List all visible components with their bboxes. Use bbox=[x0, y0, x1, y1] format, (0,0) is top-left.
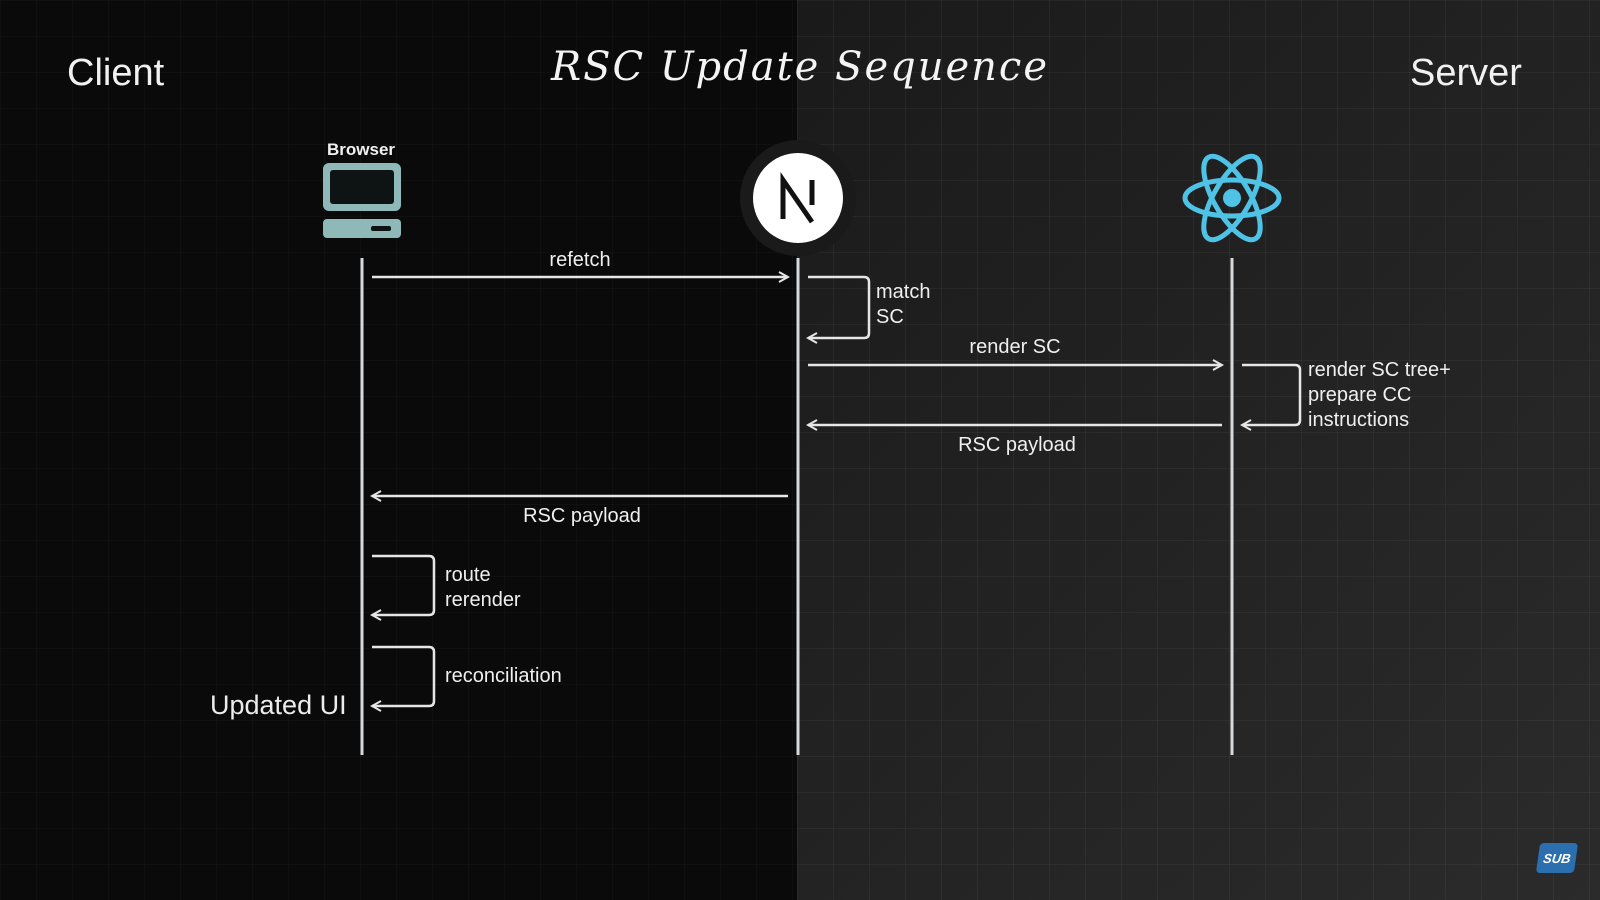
monitor-icon bbox=[323, 163, 401, 238]
render-tree-label-line-3: instructions bbox=[1308, 409, 1409, 431]
route-rerender-label-line-1: route bbox=[445, 564, 491, 586]
nextjs-logo-icon bbox=[740, 140, 856, 256]
diagram-title: RSC Update Sequence bbox=[550, 44, 1050, 90]
match-sc-label-line-2: SC bbox=[876, 306, 904, 328]
reconciliation-label: reconciliation bbox=[445, 665, 562, 687]
match-sc-label-line-1: match bbox=[876, 281, 930, 303]
rsc-payload-label-1: RSC payload bbox=[958, 434, 1076, 456]
updated-ui-label: Updated UI bbox=[210, 690, 347, 720]
rsc-payload-label-2: RSC payload bbox=[523, 505, 641, 527]
browser-caption: Browser bbox=[326, 140, 396, 159]
render-tree-arrow bbox=[1242, 363, 1302, 425]
subscribe-badge[interactable]: SUB bbox=[1535, 843, 1579, 873]
route-rerender-label-line-2: rerender bbox=[445, 589, 521, 611]
subscribe-badge-text: SUB bbox=[1542, 850, 1572, 866]
react-logo-icon bbox=[1182, 153, 1282, 243]
client-panel bbox=[0, 0, 797, 900]
client-label: Client bbox=[67, 52, 165, 94]
server-panel bbox=[797, 0, 1600, 900]
render-sc-label: render SC bbox=[969, 336, 1060, 358]
refetch-label: refetch bbox=[549, 249, 610, 271]
reconciliation-arrow bbox=[372, 645, 436, 706]
match-sc-arrow bbox=[808, 275, 871, 338]
route-rerender-arrow bbox=[372, 554, 436, 615]
server-label: Server bbox=[1410, 52, 1522, 94]
render-tree-label-line-2: prepare CC bbox=[1308, 384, 1411, 406]
render-tree-label-line-1: render SC tree+ bbox=[1308, 359, 1451, 381]
